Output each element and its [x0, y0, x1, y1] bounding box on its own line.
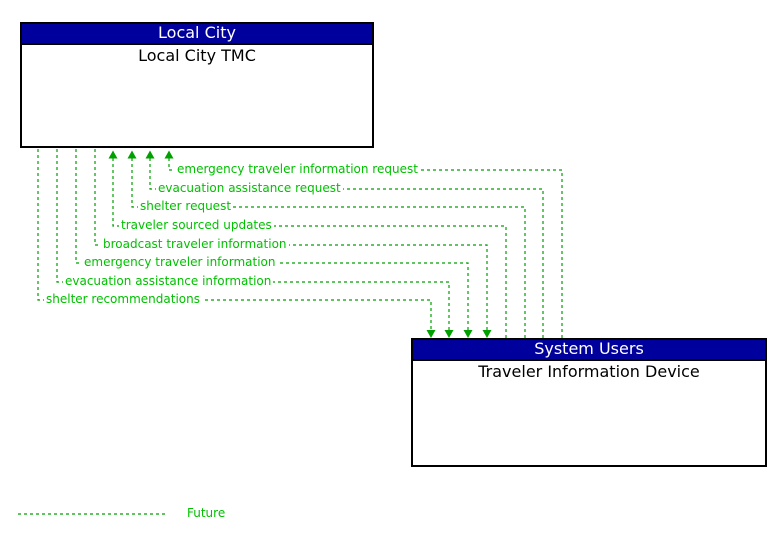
- box-system-users-header: System Users: [413, 340, 765, 361]
- box-local-city-title: Local City TMC: [138, 46, 256, 65]
- flow-line-evacuation-assistance-information: [56, 149, 450, 330]
- box-local-city: Local City Local City TMC: [20, 22, 374, 148]
- flow-label-emergency-traveler-information: emergency traveler information: [82, 255, 278, 270]
- flow-line-broadcast-traveler-information: [94, 149, 488, 330]
- flow-line-shelter-recommendations: [37, 149, 432, 330]
- flow-arrowhead-icon: [108, 150, 118, 159]
- flow-label-shelter-recommendations: shelter recommendations: [44, 292, 202, 307]
- box-system-users: System Users Traveler Information Device: [411, 338, 767, 467]
- flow-arrowhead-icon: [444, 330, 454, 338]
- flow-line-emergency-traveler-information-request: [168, 158, 563, 338]
- flow-line-shelter-request: [131, 158, 526, 338]
- box-local-city-header: Local City: [22, 24, 372, 45]
- flow-arrowhead-icon: [164, 150, 174, 159]
- flow-label-emergency-traveler-information-request: emergency traveler information request: [175, 162, 420, 177]
- flow-label-evacuation-assistance-request: evacuation assistance request: [156, 181, 343, 196]
- flow-line-evacuation-assistance-request: [149, 158, 544, 338]
- flow-arrowhead-icon: [127, 150, 137, 159]
- legend-future-label: Future: [187, 506, 226, 520]
- flow-arrowhead-icon: [145, 150, 155, 159]
- flow-label-traveler-sourced-updates: traveler sourced updates: [119, 218, 274, 233]
- flow-label-broadcast-traveler-information: broadcast traveler information: [101, 237, 289, 252]
- flow-line-emergency-traveler-information: [75, 149, 469, 330]
- flow-line-traveler-sourced-updates: [112, 158, 507, 338]
- flow-arrowhead-icon: [426, 330, 436, 338]
- flow-arrowhead-icon: [482, 330, 492, 338]
- box-system-users-title: Traveler Information Device: [478, 362, 700, 381]
- flow-label-evacuation-assistance-information: evacuation assistance information: [63, 274, 274, 289]
- flow-label-shelter-request: shelter request: [138, 199, 234, 214]
- flow-arrowhead-icon: [463, 330, 473, 338]
